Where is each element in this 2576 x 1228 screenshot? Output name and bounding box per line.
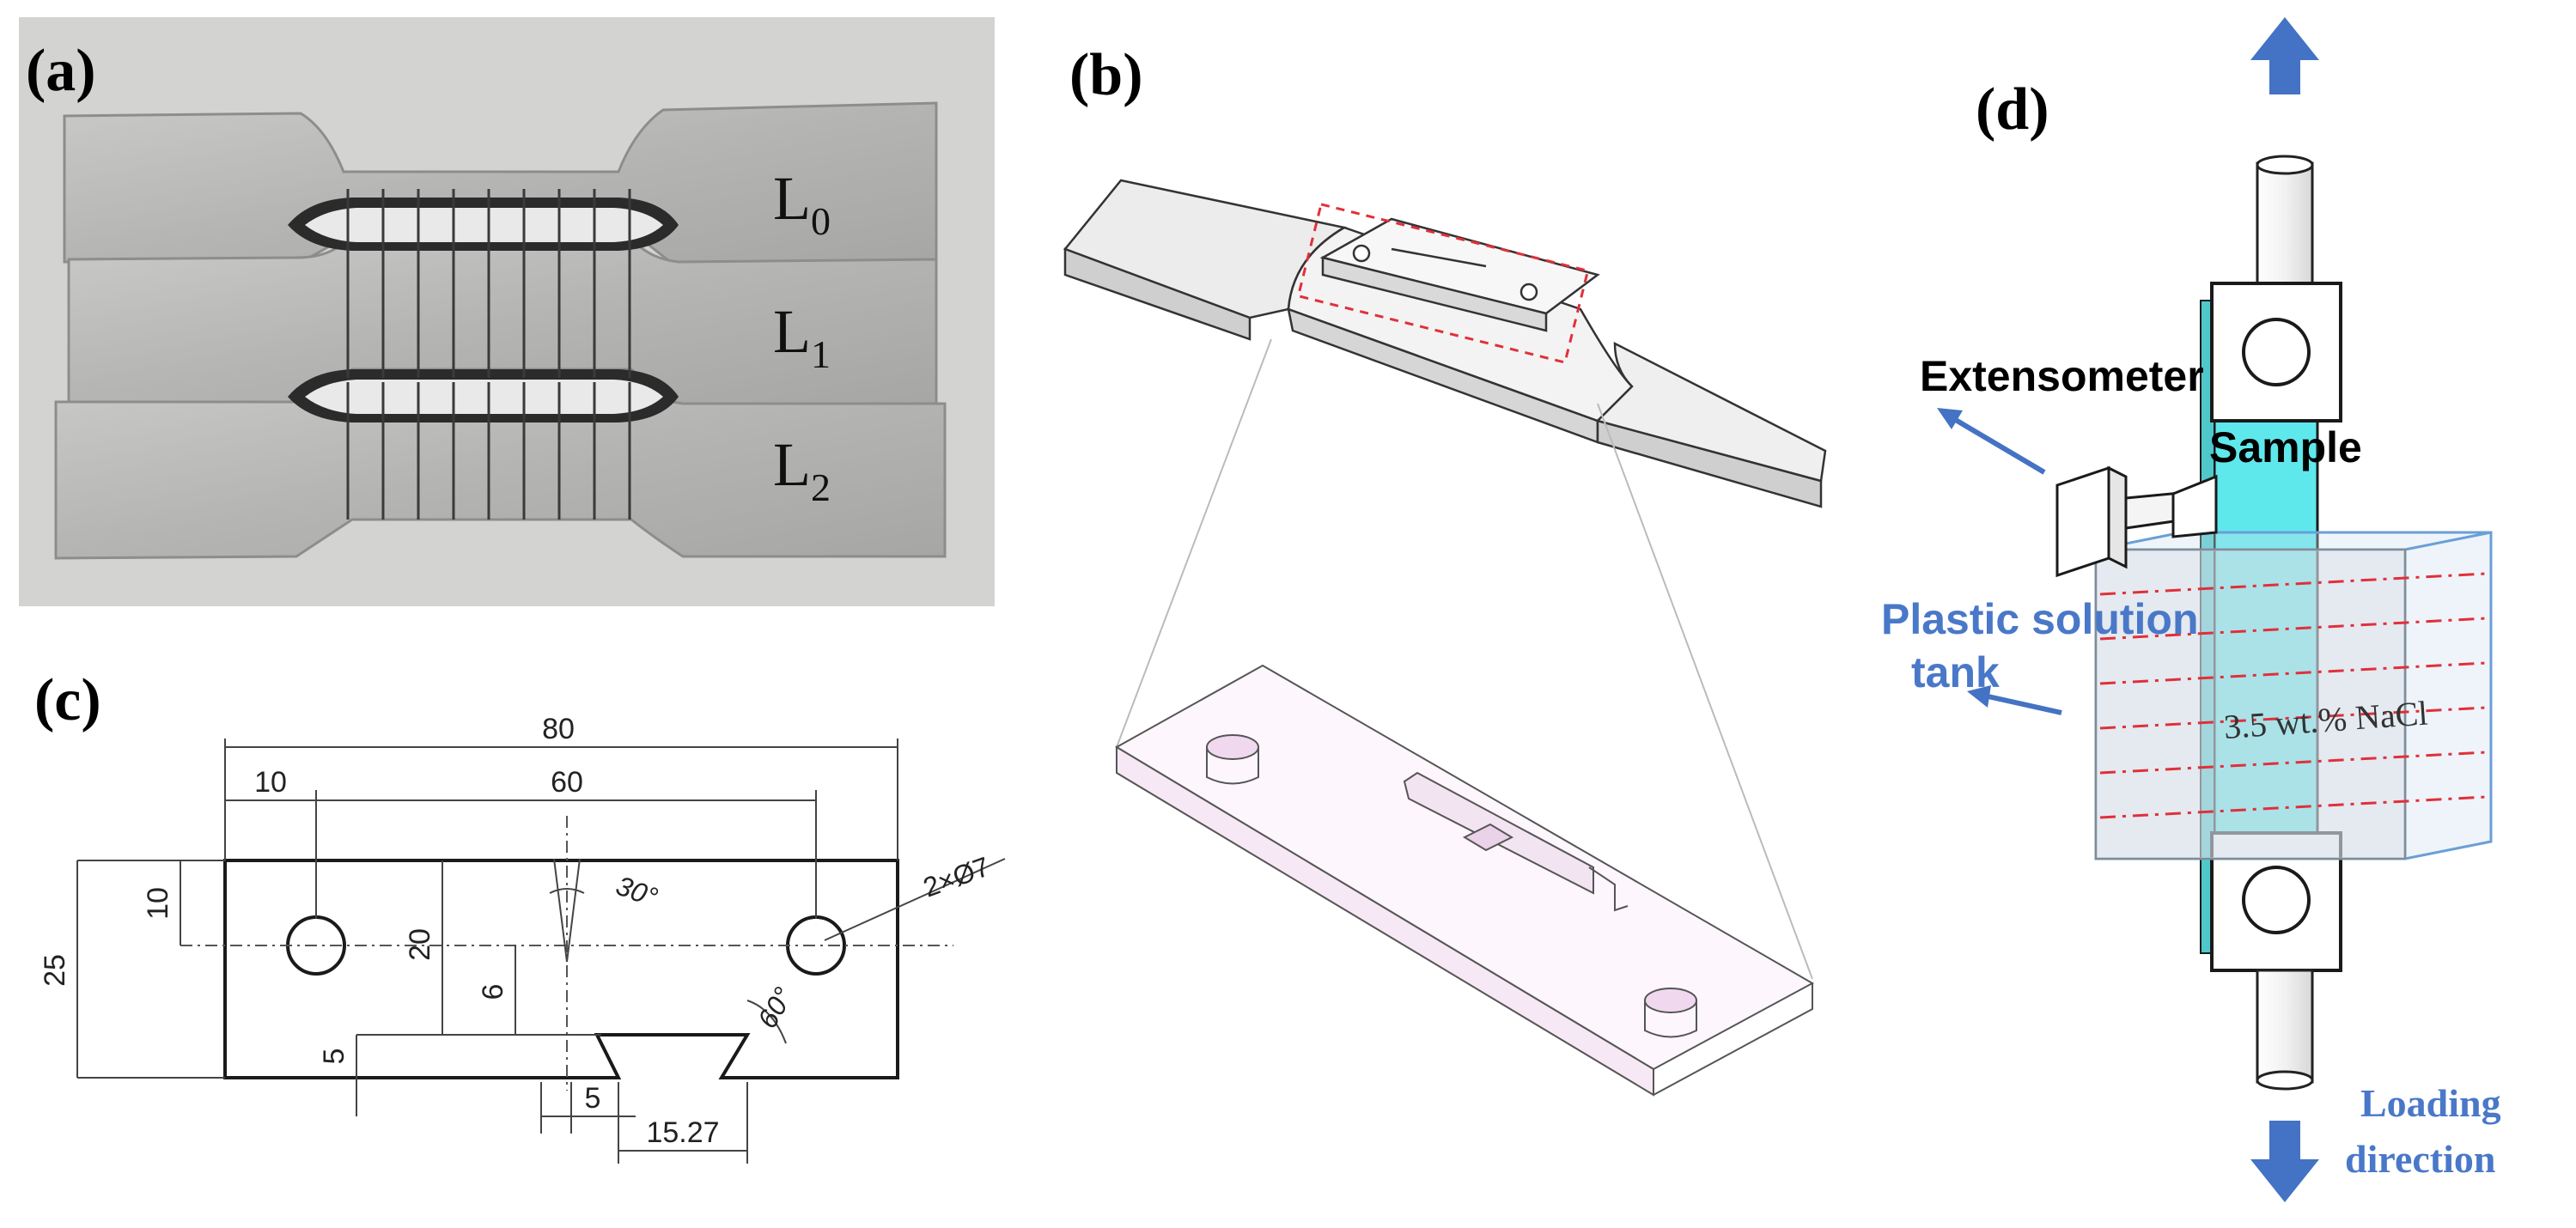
extensometer-label: Extensometer bbox=[1920, 352, 2204, 400]
bottom-grip bbox=[2210, 831, 2342, 972]
tank-label-line1: Plastic solution bbox=[1881, 595, 2199, 643]
dimension-lines bbox=[76, 739, 1006, 1164]
zoomed-block bbox=[1115, 664, 1815, 1097]
panel-b: (b) bbox=[1063, 42, 1827, 1097]
projection-line-left bbox=[1116, 338, 1272, 748]
dim-total-height: 25 bbox=[39, 954, 71, 987]
loading-label-line2: direction bbox=[2345, 1137, 2495, 1181]
dim-notch-offset: 15.27 bbox=[646, 1116, 719, 1149]
specimen-3d bbox=[1063, 179, 1827, 508]
dim-hole-spacing: 60 bbox=[551, 766, 583, 799]
gauge-marks bbox=[346, 189, 631, 520]
solution-tank bbox=[2094, 531, 2493, 860]
panel-a: (a) L0 L1 L2 bbox=[19, 17, 995, 606]
top-rod bbox=[2256, 161, 2314, 285]
panel-c: (c) bbox=[34, 667, 1006, 1164]
specimen-label-l1: L1 bbox=[773, 297, 831, 376]
extensometer-pointer bbox=[1948, 414, 2046, 475]
panel-label-a: (a) bbox=[26, 38, 96, 104]
dim-hole-height: 10 bbox=[142, 887, 174, 920]
specimen-label-l2: L2 bbox=[773, 430, 831, 509]
panel-label-b: (b) bbox=[1069, 42, 1143, 108]
top-grip bbox=[2210, 282, 2342, 423]
panel-d: (d) bbox=[1881, 17, 2501, 1202]
extensometer-device bbox=[2055, 465, 2218, 578]
slot-top-inner bbox=[305, 208, 663, 242]
dim-total-length: 80 bbox=[542, 713, 575, 745]
tank-pointer bbox=[1983, 693, 2062, 715]
dim-side-angle: 60° bbox=[752, 982, 799, 1033]
dim-hole-spec: 2×Ø7 bbox=[919, 851, 994, 903]
slot-bottom-inner bbox=[305, 380, 663, 414]
dim-base-height: 5 bbox=[318, 1049, 350, 1065]
loading-direction-arrow-icon bbox=[2250, 1121, 2319, 1202]
center-lines bbox=[180, 816, 953, 1091]
dim-inner-height: 20 bbox=[404, 928, 436, 961]
loading-label-line1: Loading bbox=[2360, 1081, 2501, 1125]
dim-notch-angle: 30° bbox=[612, 870, 662, 913]
dim-hole-offset: 10 bbox=[254, 766, 287, 799]
panel-label-d: (d) bbox=[1976, 76, 2049, 143]
projection-line-right bbox=[1597, 403, 1813, 980]
dim-notch-depth: 6 bbox=[477, 984, 509, 1000]
drawing-outline bbox=[223, 859, 899, 1079]
specimen-label-l0: L0 bbox=[773, 164, 831, 243]
tank-label-line2: tank bbox=[1911, 648, 2000, 696]
top-load-arrow-icon bbox=[2250, 17, 2319, 94]
sample-label: Sample bbox=[2209, 423, 2362, 471]
dim-notch-width: 5 bbox=[585, 1082, 601, 1115]
panel-label-c: (c) bbox=[34, 667, 101, 733]
bottom-rod bbox=[2256, 969, 2314, 1084]
